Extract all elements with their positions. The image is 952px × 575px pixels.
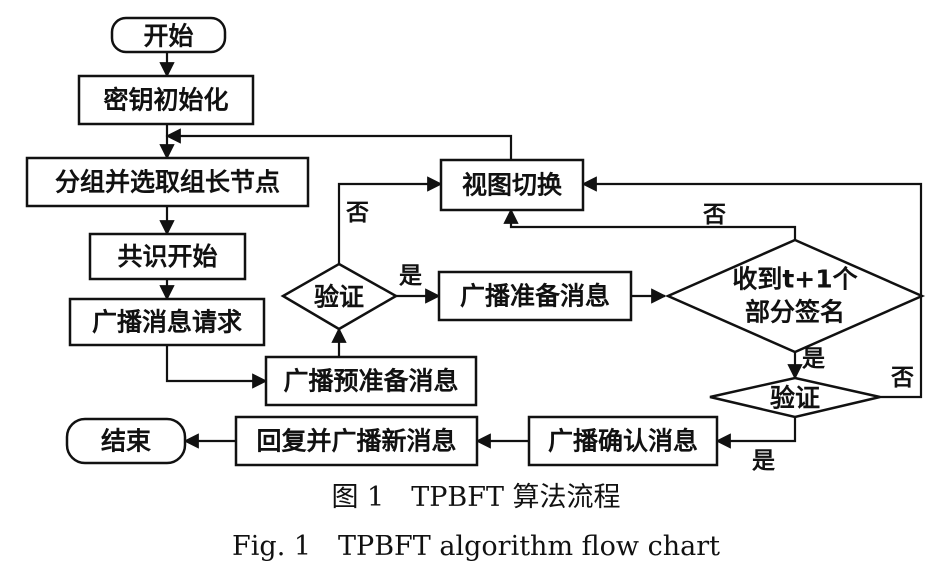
- node-grouping-label: 分组并选取组长节点: [55, 168, 280, 197]
- label-yes-verify2: 是: [752, 448, 775, 474]
- node-view-change: 视图切换: [439, 158, 585, 212]
- node-start: 开始: [110, 16, 227, 54]
- node-broadcast-prepare-label: 广播准备消息: [460, 282, 610, 311]
- node-broadcast-prepare: 广播准备消息: [437, 270, 633, 322]
- node-broadcast-request-label: 广播消息请求: [92, 308, 242, 337]
- node-view-change-label: 视图切换: [462, 171, 563, 200]
- label-yes-receive: 是: [802, 346, 825, 372]
- node-key-init: 密钥初始化: [77, 74, 255, 126]
- label-no-receive: 否: [702, 202, 726, 228]
- node-key-init-label: 密钥初始化: [103, 86, 228, 115]
- node-verify2-label: 验证: [770, 384, 820, 413]
- node-verify1-label: 验证: [314, 283, 364, 312]
- edge-receive-to-viewchange: [503, 208, 797, 240]
- node-receive-line2: 部分签名: [745, 298, 845, 327]
- node-verify1: 验证: [280, 262, 399, 331]
- edge-verify2-to-viewchange: [581, 176, 923, 399]
- node-consensus-start-label: 共识开始: [117, 242, 217, 271]
- caption-en: Fig. 1 TPBFT algorithm flow chart: [232, 531, 720, 562]
- node-reply-broadcast: 回复并广播新消息: [234, 415, 479, 467]
- node-grouping: 分组并选取组长节点: [25, 156, 310, 208]
- node-reply-broadcast-label: 回复并广播新消息: [256, 427, 456, 456]
- node-end-label: 结束: [101, 427, 152, 456]
- edge-verify2-to-confirm: [715, 417, 797, 449]
- node-verify2: 验证: [709, 376, 881, 419]
- edge-verify1-to-viewchange: [337, 176, 443, 264]
- node-start-label: 开始: [143, 22, 193, 51]
- node-broadcast-confirm: 广播确认消息: [527, 415, 719, 467]
- label-no-verify1: 否: [345, 200, 369, 226]
- edges: [159, 52, 923, 449]
- node-receive-line1: 收到t+1个: [732, 265, 858, 294]
- node-consensus-start: 共识开始: [88, 232, 247, 281]
- edge-request-to-preprepare: [165, 345, 268, 389]
- label-no-verify2: 否: [890, 365, 914, 391]
- edge-viewchange-to-grouping: [165, 128, 513, 160]
- node-broadcast-pre-prepare-label: 广播预准备消息: [283, 367, 458, 396]
- node-end: 结束: [65, 417, 187, 465]
- node-broadcast-confirm-label: 广播确认消息: [548, 427, 698, 456]
- node-receive-signatures: 收到t+1个 部分签名: [664, 238, 926, 354]
- node-broadcast-request: 广播消息请求: [68, 297, 266, 347]
- caption-cn: 图 1 TPBFT 算法流程: [331, 482, 620, 513]
- label-yes-verify1: 是: [399, 263, 422, 289]
- node-broadcast-pre-prepare: 广播预准备消息: [264, 355, 478, 407]
